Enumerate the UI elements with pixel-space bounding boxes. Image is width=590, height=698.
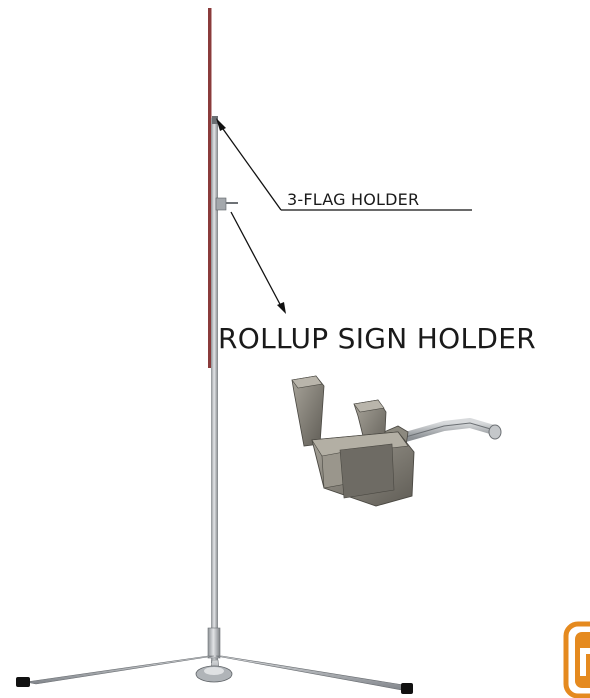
rollup-holder-mount <box>215 197 238 211</box>
left-foot <box>16 677 30 687</box>
leader-rollup <box>230 211 286 314</box>
rollup-sign-holder-label: ROLLUP SIGN HOLDER <box>218 322 536 355</box>
sign-stand-pole <box>207 118 221 663</box>
three-flag-holder-label: 3-FLAG HOLDER <box>287 190 420 209</box>
right-foot <box>401 683 413 694</box>
three-flag-holder-clip <box>212 116 218 124</box>
leader-three-flag <box>216 118 472 211</box>
rollup-sign-holder-bracket <box>291 375 502 507</box>
tripod-base <box>25 655 411 691</box>
brand-logo-partial <box>563 621 590 698</box>
